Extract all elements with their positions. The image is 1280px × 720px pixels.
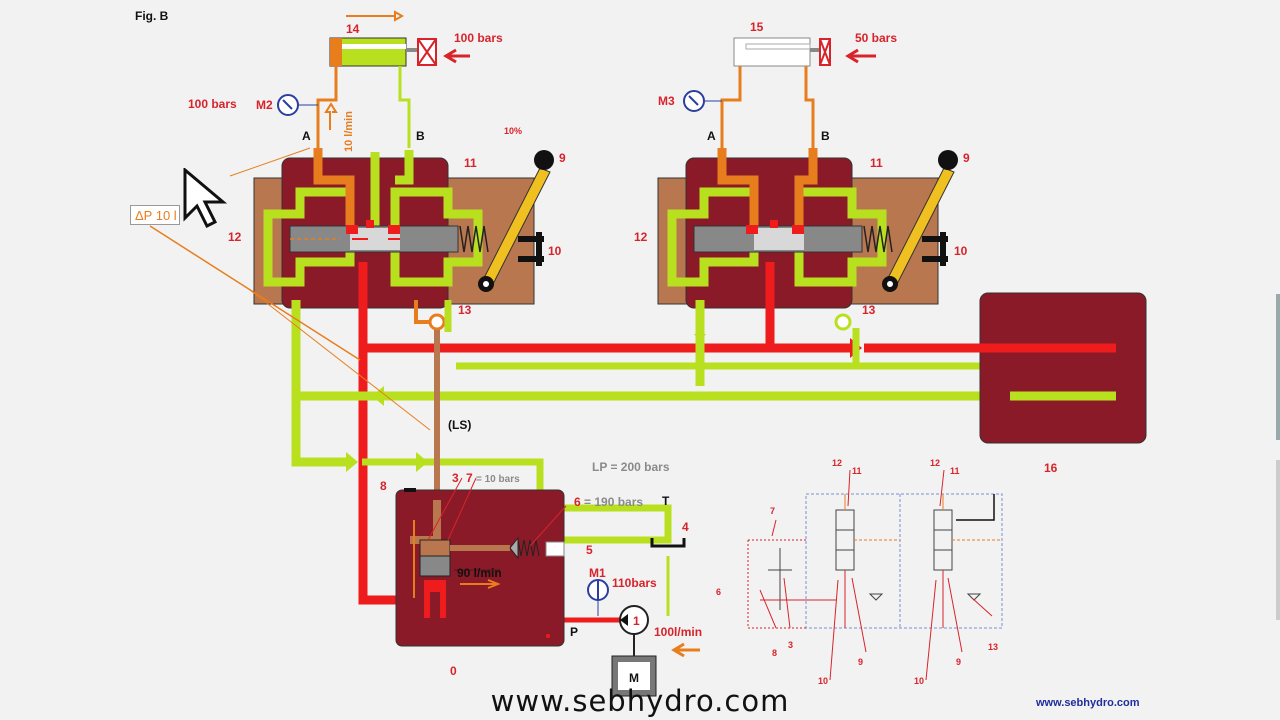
port-b-right: B xyxy=(821,129,830,143)
port-a-right: A xyxy=(707,129,716,143)
label-9-left: 9 xyxy=(559,151,566,165)
pump-1 xyxy=(611,605,700,697)
label-11-right: 11 xyxy=(870,156,883,170)
label-110-bars: 110bars xyxy=(612,576,657,590)
label-motor: M xyxy=(629,671,639,685)
spring-left xyxy=(459,225,489,253)
tank-4 xyxy=(650,538,686,548)
label-13-left: 13 xyxy=(458,303,472,317)
label-50-bars: 50 bars xyxy=(855,31,897,45)
label-12-right: 12 xyxy=(634,230,648,244)
label-100-bars-top: 100 bars xyxy=(454,31,503,45)
label-t: T xyxy=(662,494,670,508)
mouse-cursor-icon xyxy=(183,168,228,229)
schem-7: 7 xyxy=(770,506,775,516)
actuator-16 xyxy=(979,292,1147,444)
footer-site-small: www.sebhydro.com xyxy=(1036,697,1140,709)
label-13-right: 13 xyxy=(862,303,876,317)
label-m2: M2 xyxy=(256,98,273,112)
schem-11a: 11 xyxy=(852,466,862,476)
figure-title: Fig. B xyxy=(135,9,169,23)
label-1: 1 xyxy=(633,614,640,628)
label-4: 4 xyxy=(682,520,689,534)
cylinder-14 xyxy=(316,10,470,148)
schem-12b: 12 xyxy=(930,458,940,468)
schem-9b: 9 xyxy=(956,657,961,667)
label-7: 7 xyxy=(466,471,473,485)
label-190-bars: = 190 bars xyxy=(584,495,643,509)
label-9-right: 9 xyxy=(963,151,970,165)
schem-3: 3 xyxy=(788,640,793,650)
label-15: 15 xyxy=(750,20,764,34)
label-6: 6 xyxy=(574,495,581,509)
label-100-bars-left: 100 bars xyxy=(188,97,237,111)
label-m1: M1 xyxy=(589,566,606,580)
schem-10b: 10 xyxy=(914,676,924,686)
footer-site: www.sebhydro.com xyxy=(490,684,790,718)
label-0: 0 xyxy=(450,664,457,678)
label-10-lmin: 10 l/min xyxy=(343,111,355,152)
gauge-m2 xyxy=(277,94,318,116)
schem-13: 13 xyxy=(988,642,998,652)
label-10-left: 10 xyxy=(548,244,562,258)
valve-section-left xyxy=(253,148,554,331)
label-p: P xyxy=(570,625,578,639)
lever-knob-left xyxy=(534,150,554,170)
gauge-m1 xyxy=(587,579,609,616)
label-10-bars: = 10 bars xyxy=(476,474,520,485)
label-ls: (LS) xyxy=(448,418,471,432)
label-8: 8 xyxy=(380,479,387,493)
schem-11b: 11 xyxy=(950,466,960,476)
cylinder-15 xyxy=(720,37,876,148)
schem-12a: 12 xyxy=(832,458,842,468)
schem-8: 8 xyxy=(772,648,777,658)
label-3: 3 xyxy=(452,471,459,485)
label-m3: M3 xyxy=(658,94,675,108)
label-100-lmin: 100l/min xyxy=(654,625,702,639)
label-90-lmin: 90 l/min xyxy=(457,566,502,580)
schem-6: 6 xyxy=(716,587,721,597)
port-b-left: B xyxy=(416,129,425,143)
delta-p-box: ΔP 10 l xyxy=(130,205,180,225)
gauge-m3 xyxy=(683,90,722,112)
compensator-block xyxy=(395,477,567,647)
label-12-left: 12 xyxy=(228,230,242,244)
label-5: 5 xyxy=(586,543,593,557)
port-a-left: A xyxy=(302,129,311,143)
label-16: 16 xyxy=(1044,461,1058,475)
label-11-left: 11 xyxy=(464,156,477,170)
schem-10a: 10 xyxy=(818,676,828,686)
schematic xyxy=(747,469,1003,681)
label-10-right: 10 xyxy=(954,244,968,258)
label-10-percent: 10% xyxy=(504,126,522,136)
label-14: 14 xyxy=(346,22,360,36)
schem-9a: 9 xyxy=(858,657,863,667)
valve-section-right xyxy=(657,148,958,331)
label-lp-200: LP = 200 bars xyxy=(592,460,670,474)
